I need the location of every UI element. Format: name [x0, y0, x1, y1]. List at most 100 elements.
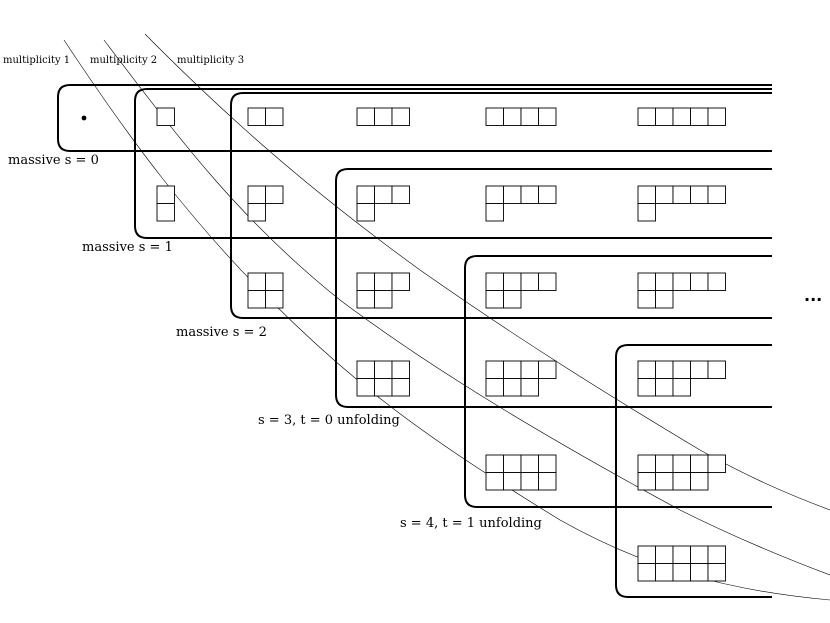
young-box — [655, 272, 674, 291]
young-box — [503, 107, 522, 126]
young-box — [520, 472, 539, 491]
continuation-ellipsis: ... — [804, 286, 822, 305]
young-box — [247, 107, 266, 126]
young-box — [265, 185, 284, 204]
young-box — [485, 472, 504, 491]
labels: multiplicity 1 multiplicity 2 multiplici… — [3, 55, 822, 531]
young-box — [655, 378, 674, 397]
young-box — [520, 185, 539, 204]
young-box — [655, 545, 674, 564]
young-box — [672, 185, 691, 204]
young-box — [265, 272, 284, 291]
young-box — [538, 272, 557, 291]
young-box — [503, 454, 522, 473]
young-box — [637, 472, 656, 491]
young-box — [672, 107, 691, 126]
young-box — [690, 563, 709, 582]
multiplicity-2-label: multiplicity 2 — [90, 55, 157, 66]
massive-s0-frame — [57, 84, 772, 152]
young-box — [538, 454, 557, 473]
young-diagram-r4-c5 — [485, 360, 557, 397]
young-box — [707, 454, 726, 473]
young-diagram-r4-c6 — [637, 360, 726, 397]
young-box — [391, 107, 410, 126]
young-box — [247, 185, 266, 204]
young-box — [655, 454, 674, 473]
young-diagram-r3-c5 — [485, 272, 557, 309]
young-diagram-r2-c2 — [156, 185, 175, 222]
young-box — [637, 272, 656, 291]
young-diagram-r1-c5 — [485, 107, 557, 126]
massive-s0-label: massive s = 0 — [8, 153, 99, 168]
young-box — [672, 272, 691, 291]
young-box — [637, 563, 656, 582]
massive-s2-frame — [230, 92, 772, 319]
multiplicity-3-label: multiplicity 3 — [177, 55, 244, 66]
young-box — [707, 360, 726, 379]
young-box — [356, 203, 375, 222]
young-diagram-r6-c6 — [637, 545, 726, 582]
s3-unfolding-label: s = 3, t = 0 unfolding — [258, 413, 400, 428]
young-box — [247, 290, 266, 309]
young-box — [637, 290, 656, 309]
young-box — [156, 107, 175, 126]
young-box — [520, 454, 539, 473]
young-box — [655, 472, 674, 491]
young-box — [637, 360, 656, 379]
young-box — [672, 454, 691, 473]
young-diagram-r1-c6 — [637, 107, 726, 126]
young-box — [485, 185, 504, 204]
young-box — [485, 107, 504, 126]
young-diagram-r1-c2 — [156, 107, 175, 126]
young-box — [485, 203, 504, 222]
s4-unfolding-label: s = 4, t = 1 unfolding — [400, 516, 542, 531]
young-box — [356, 185, 375, 204]
young-box — [374, 360, 393, 379]
young-box — [690, 472, 709, 491]
young-box — [503, 272, 522, 291]
s4-unfolding-frame — [464, 255, 772, 508]
young-diagram-r2-c3 — [247, 185, 284, 222]
young-box — [391, 185, 410, 204]
multiplicity-3-curve — [144, 33, 830, 511]
multiplicity-2-curve — [103, 39, 830, 576]
young-box — [707, 272, 726, 291]
young-box — [485, 272, 504, 291]
young-box — [637, 378, 656, 397]
young-box — [672, 378, 691, 397]
young-box — [538, 185, 557, 204]
young-box — [637, 454, 656, 473]
young-box — [247, 203, 266, 222]
young-box — [356, 290, 375, 309]
young-box — [655, 185, 674, 204]
young-box — [538, 360, 557, 379]
young-box — [374, 272, 393, 291]
young-box — [520, 107, 539, 126]
young-diagram-r1-c1 — [81, 115, 87, 121]
multiplicity-1-label: multiplicity 1 — [3, 55, 70, 66]
young-diagrams — [81, 107, 726, 582]
young-box — [485, 378, 504, 397]
massive-s1-frame — [134, 88, 772, 239]
young-box — [520, 360, 539, 379]
young-box — [485, 290, 504, 309]
young-box — [690, 107, 709, 126]
massive-s1-label: massive s = 1 — [82, 240, 173, 255]
young-diagram-r2-c4 — [356, 185, 410, 222]
young-diagram-r2-c6 — [637, 185, 726, 222]
young-box — [538, 107, 557, 126]
young-box — [672, 563, 691, 582]
young-diagram-r5-c6 — [637, 454, 726, 491]
young-box — [391, 378, 410, 397]
young-box — [655, 360, 674, 379]
young-box — [247, 272, 266, 291]
young-diagram-r1-c4 — [356, 107, 410, 126]
s3-unfolding-frame — [335, 168, 772, 408]
young-box — [672, 360, 691, 379]
young-box — [637, 107, 656, 126]
young-diagram-r3-c3 — [247, 272, 284, 309]
young-box — [356, 107, 375, 126]
young-box — [690, 360, 709, 379]
young-box — [690, 272, 709, 291]
